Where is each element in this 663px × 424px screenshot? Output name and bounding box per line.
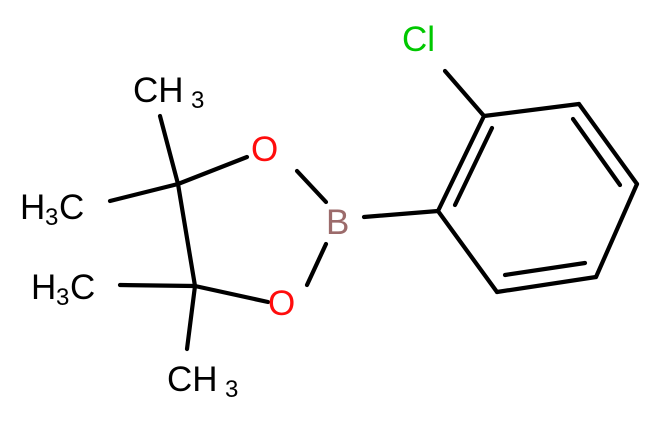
methyl-top-main: CH	[133, 71, 184, 110]
bond-ring-c2-c3-inner	[570, 116, 623, 188]
bond-boron-o-bottom	[304, 241, 329, 288]
bond-ring-c6-c1-inner	[452, 125, 495, 208]
methyl-upper-left-sub: 3	[45, 204, 58, 231]
chlorine-label: Cl	[402, 20, 435, 59]
methyl-top-sub: 3	[191, 87, 204, 114]
bond-c6-boron	[361, 208, 441, 220]
boron-label: B	[326, 203, 349, 242]
bond-o-top-ctop	[175, 154, 250, 187]
oxygen-top-label: O	[251, 130, 278, 169]
bond-o-bottom-cbottom	[192, 283, 271, 305]
oxygen-bottom-label: O	[268, 284, 295, 323]
bond-ring-c4-c5	[494, 274, 599, 295]
bond-cbottom-methyl-left	[117, 282, 198, 289]
bond-ring-c2-c3	[576, 101, 640, 187]
bond-cbottom-methyl-bottom	[184, 283, 198, 352]
methyl-upper-left-tail: C	[59, 188, 84, 227]
bond-ring-c5-c6	[435, 208, 500, 295]
methyl-bottom-sub: 3	[225, 376, 238, 403]
methyl-lower-left-tail: C	[70, 268, 95, 307]
bond-boron-o-top	[294, 168, 329, 205]
methyl-top-label: CH 3	[133, 71, 204, 114]
bond-ctop-methyl-left	[107, 181, 181, 204]
methyl-lower-left-label: H 3 C	[31, 268, 95, 311]
methyl-bottom-label: CH 3	[167, 360, 238, 403]
bond-ring-c3-c4	[593, 181, 640, 280]
methyl-lower-left-main: H	[31, 268, 56, 307]
bond-c1-cl	[442, 68, 487, 119]
methyl-lower-left-sub: 3	[56, 284, 69, 311]
bond-ring-c4-c5-inner	[502, 260, 588, 278]
methyl-bottom-main: CH	[167, 360, 218, 399]
methyl-upper-left-main: H	[20, 188, 45, 227]
bonds	[107, 68, 640, 352]
bond-ring-c1-c2	[481, 101, 582, 119]
methyl-upper-left-label: H 3 C	[20, 188, 84, 231]
bond-ring-c6-c1	[435, 113, 487, 214]
bond-ctop-cbottom	[175, 181, 198, 289]
bond-ctop-methyl-top	[157, 113, 181, 187]
